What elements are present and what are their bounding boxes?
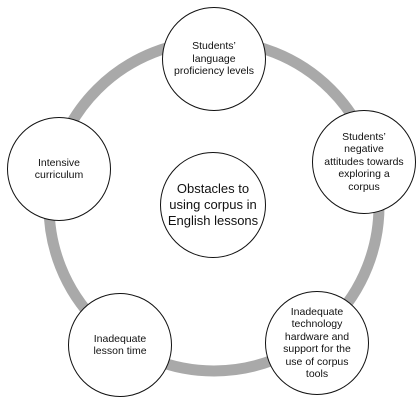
node-label: Students’ negative attitudes towards exp… bbox=[324, 130, 404, 193]
node-label: Intensive curriculum bbox=[34, 156, 84, 182]
node-negative-attitudes: Students’ negative attitudes towards exp… bbox=[312, 110, 416, 214]
node-label: Inadequate technology hardware and suppo… bbox=[283, 305, 351, 381]
center-label: Obstacles to using corpus in English les… bbox=[167, 181, 259, 228]
node-inadequate-lesson-time: Inadequate lesson time bbox=[68, 293, 172, 397]
node-label: Inadequate lesson time bbox=[93, 332, 147, 358]
center-node-obstacles: Obstacles to using corpus in English les… bbox=[160, 152, 266, 258]
node-intensive-curriculum: Intensive curriculum bbox=[7, 117, 111, 221]
node-inadequate-technology: Inadequate technology hardware and suppo… bbox=[265, 291, 369, 395]
node-language-proficiency: Students’ language proficiency levels bbox=[162, 7, 266, 111]
node-label: Students’ language proficiency levels bbox=[174, 40, 254, 78]
